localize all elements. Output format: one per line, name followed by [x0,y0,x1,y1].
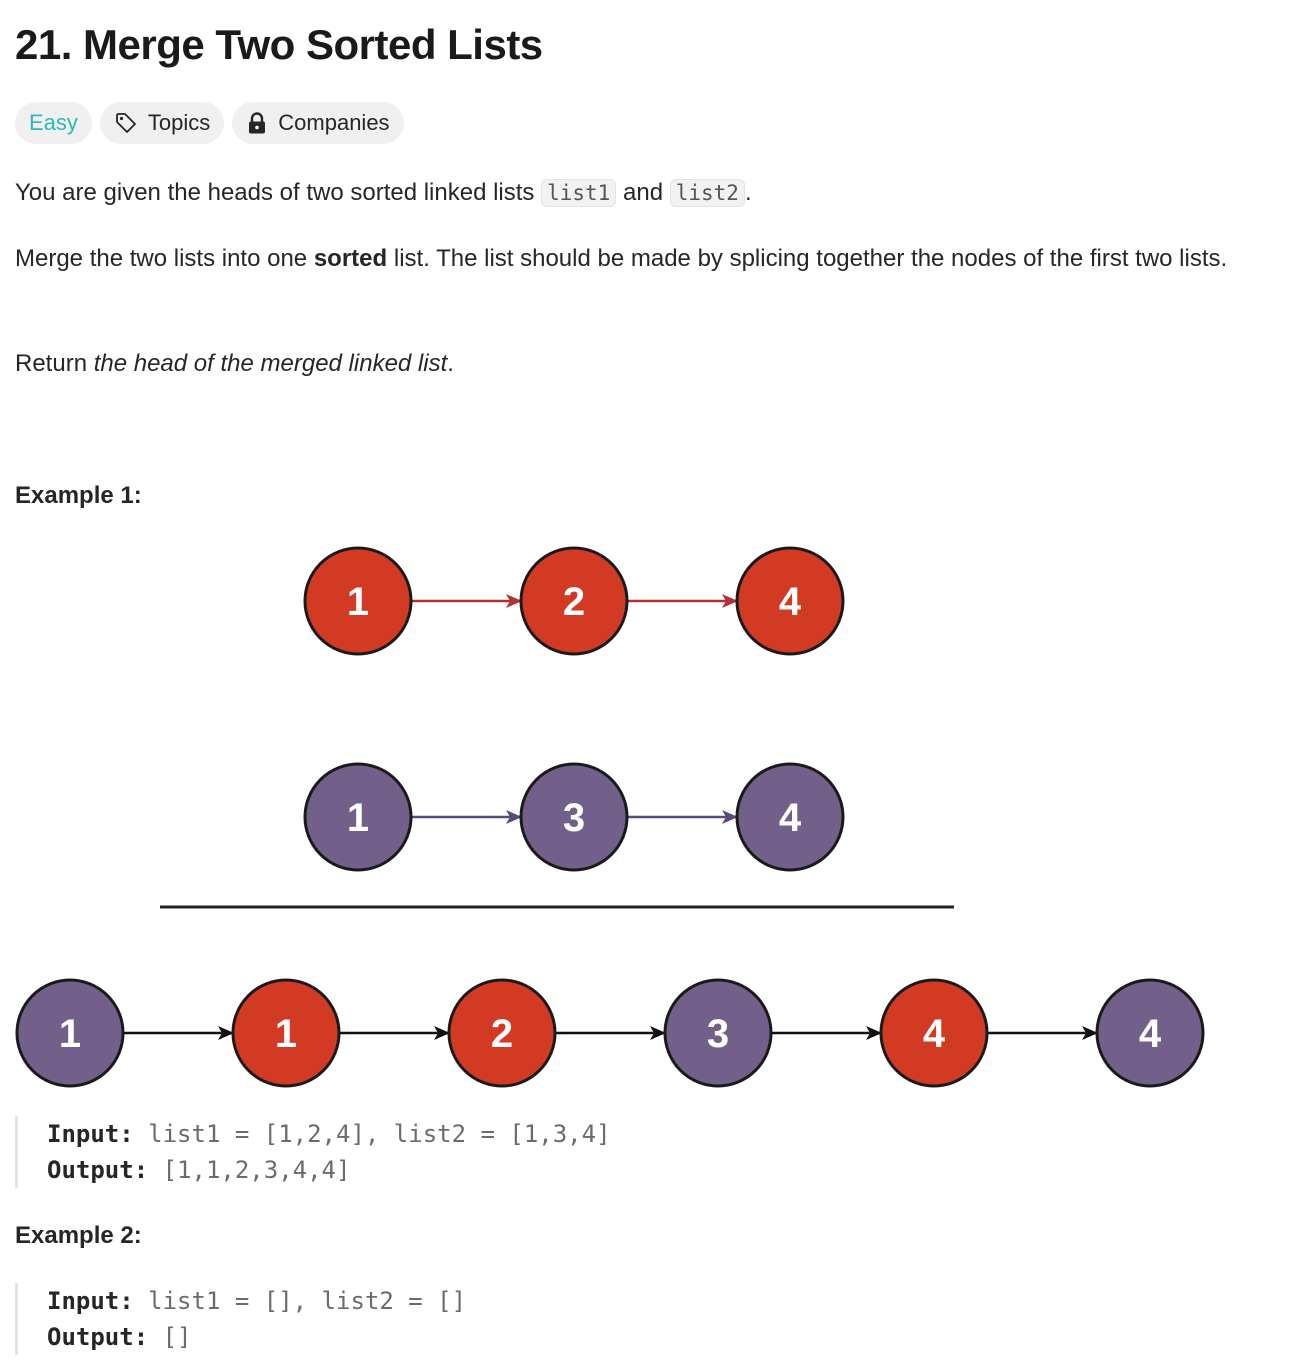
input-value: list1 = [], list2 = [] [133,1287,467,1315]
list2-node: 1 [303,762,413,872]
description-paragraph-3: Return the head of the merged linked lis… [15,345,1275,383]
text: You are given the heads of two sorted li… [15,179,542,206]
example-2-code: Input: list1 = [], list2 = [] Output: [] [15,1283,466,1355]
problem-title: 21. Merge Two Sorted Lists [15,21,543,68]
text: . [447,350,454,377]
merged-node-circle [447,978,557,1088]
merged-node-circle [663,978,773,1088]
merged-node-circle [15,978,125,1088]
difficulty-badge[interactable]: Easy [15,102,92,144]
example-1-heading: Example 1: [15,482,142,509]
list1-node-circle [735,546,845,656]
merged-node: 1 [15,978,125,1088]
text: and [616,179,670,206]
merged-node-label: 3 [707,1012,729,1056]
text: list. The list should be made by splicin… [387,245,1228,272]
output-value: [1,1,2,3,4,4] [148,1156,351,1184]
list2-node-label: 3 [563,796,585,840]
merged-node-label: 1 [59,1012,81,1056]
description-paragraph-1: You are given the heads of two sorted li… [15,174,1275,212]
input-value: list1 = [1,2,4], list2 = [1,3,4] [133,1120,611,1148]
list1-node-circle [303,546,413,656]
input-label: Input: [47,1287,134,1315]
problem-tags: Easy Topics Companies [15,102,404,144]
merged-node-circle [879,978,989,1088]
list2-node-circle [519,762,629,872]
merged-node: 4 [1095,978,1205,1088]
code-list1: list1 [541,179,617,207]
list1-node-label: 2 [563,580,585,624]
list1-node: 2 [519,546,629,656]
input-label: Input: [47,1120,134,1148]
output-label: Output: [47,1323,149,1351]
topics-button[interactable]: Topics [99,102,225,144]
companies-button[interactable]: Companies [232,102,404,144]
example-2-heading: Example 2: [15,1222,142,1249]
merged-node: 3 [663,978,773,1088]
difficulty-label: Easy [29,110,78,135]
italic-text: the head of the merged linked list [93,350,448,377]
merged-node-label: 4 [1139,1012,1162,1056]
merged-node-circle [1095,978,1205,1088]
list2-node-label: 4 [779,796,802,840]
list1-node-circle [519,546,629,656]
merged-node-circle [231,978,341,1088]
merged-node-label: 1 [275,1012,297,1056]
list2-node-circle [303,762,413,872]
merged-node: 1 [231,978,341,1088]
text: Merge the two lists into one [15,245,314,272]
list1-node-label: 1 [347,580,369,624]
output-label: Output: [47,1156,149,1184]
merged-node-label: 2 [491,1012,513,1056]
description-paragraph-2: Merge the two lists into one sorted list… [15,240,1275,278]
output-value: [] [148,1323,192,1351]
lock-icon [249,112,266,134]
example-1-diagram: 1 2 4 1 3 4 1 1 2 3 4 4 [15,546,1205,1088]
text: . [744,179,752,206]
list1-node: 1 [303,546,413,656]
bold-sorted: sorted [313,245,388,272]
companies-label: Companies [278,110,390,135]
text: Return [15,350,94,377]
tag-icon [116,113,136,133]
list2-node-label: 1 [347,796,369,840]
topics-label: Topics [147,110,211,135]
merged-node: 2 [447,978,557,1088]
merged-node: 4 [879,978,989,1088]
list2-node: 3 [519,762,629,872]
list1-node-label: 4 [779,580,802,624]
list1-node: 4 [735,546,845,656]
example-1-code: Input: list1 = [1,2,4], list2 = [1,3,4] … [15,1116,611,1188]
code-list2: list2 [669,179,745,207]
list2-node: 4 [735,762,845,872]
list2-node-circle [735,762,845,872]
merged-node-label: 4 [923,1012,946,1056]
